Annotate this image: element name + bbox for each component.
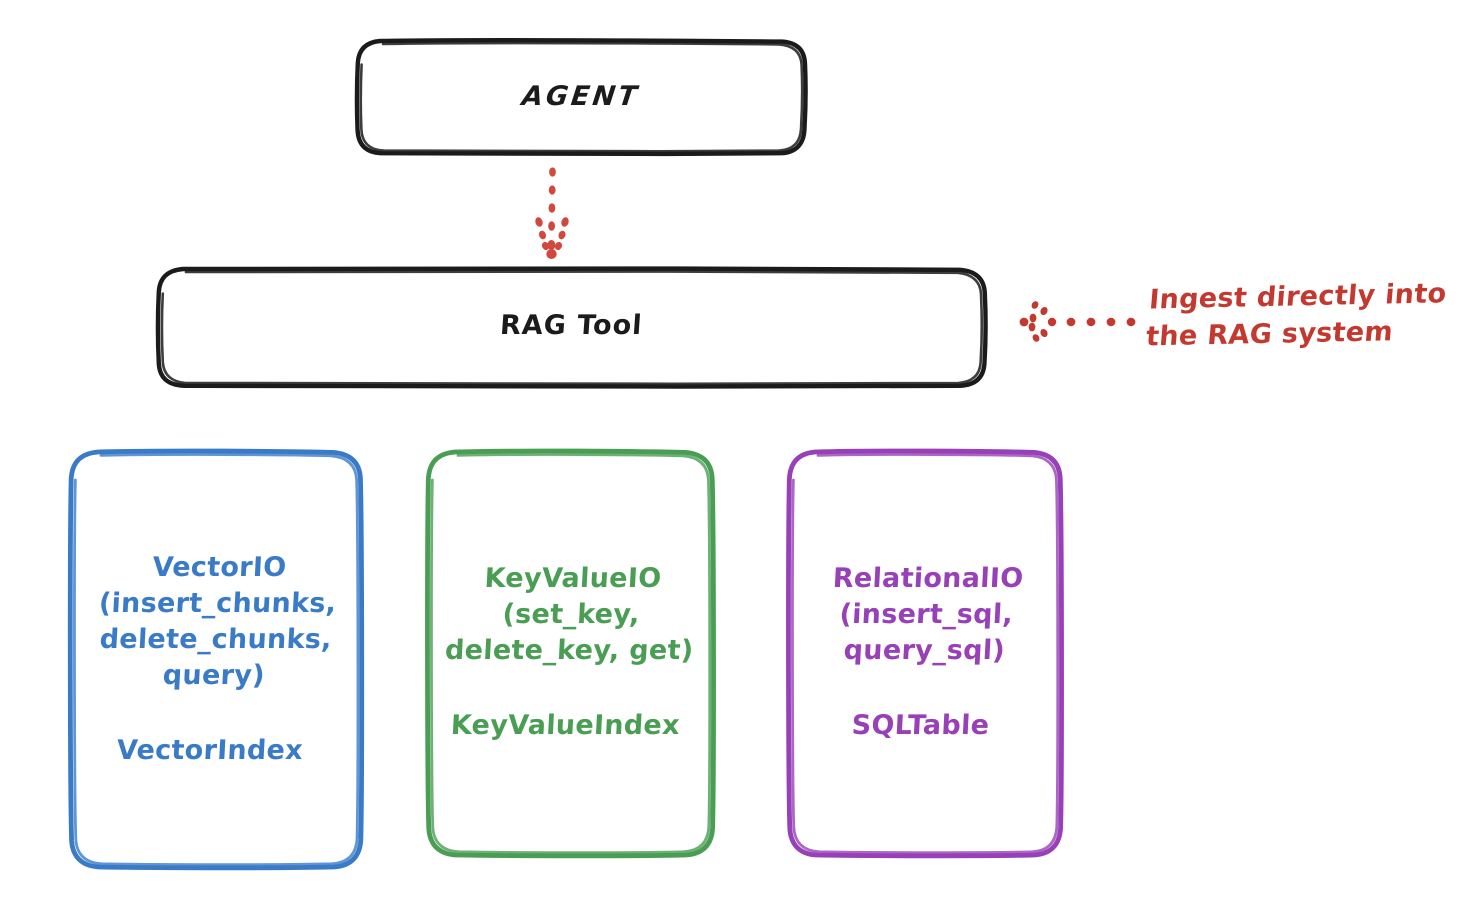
relational-io-api-text: RelationalIO (insert_sql, query_sql) <box>832 563 1025 666</box>
keyvalueio-box-outline <box>425 448 716 859</box>
relational-io-node[interactable]: RelationalIO (insert_sql, query_sql) SQL… <box>787 450 1062 855</box>
agent-to-ragtool-arrow <box>535 167 569 259</box>
vector-io-index-label: VectorIndex <box>116 734 305 766</box>
vector-io-api-text: VectorIO (insert_chunks, delete_chunks, … <box>98 551 338 691</box>
relationalio-box-outline <box>786 448 1064 859</box>
ingest-arrow <box>1019 301 1136 342</box>
key-value-io-api-label: KeyValueIO (set_key, delete_key, get) Ke… <box>438 525 700 780</box>
relational-io-api-label: RelationalIO (insert_sql, query_sql) SQL… <box>823 525 1027 780</box>
agent-node[interactable]: AGENT <box>357 40 805 154</box>
agent-box-outline <box>354 37 808 157</box>
agent-node-label: AGENT <box>520 80 642 112</box>
vector-io-api-label: VectorIO (insert_chunks, delete_chunks, … <box>89 514 342 804</box>
vector-io-node[interactable]: VectorIO (insert_chunks, delete_chunks, … <box>68 450 362 868</box>
key-value-io-index-label: KeyValueIndex <box>449 709 681 741</box>
rag-tool-node[interactable]: RAG Tool <box>157 268 985 385</box>
rag-tool-node-label: RAG Tool <box>498 310 644 342</box>
ingest-annotation-text: Ingest directly into the RAG system <box>1144 278 1448 353</box>
key-value-io-api-text: KeyValueIO (set_key, delete_key, get) <box>444 563 695 666</box>
key-value-io-node[interactable]: KeyValueIO (set_key, delete_key, get) Ke… <box>425 450 713 855</box>
ragtool-box-outline <box>155 265 988 389</box>
relational-io-index-label: SQLTable <box>851 709 991 741</box>
vectorio-box-outline <box>67 448 365 871</box>
